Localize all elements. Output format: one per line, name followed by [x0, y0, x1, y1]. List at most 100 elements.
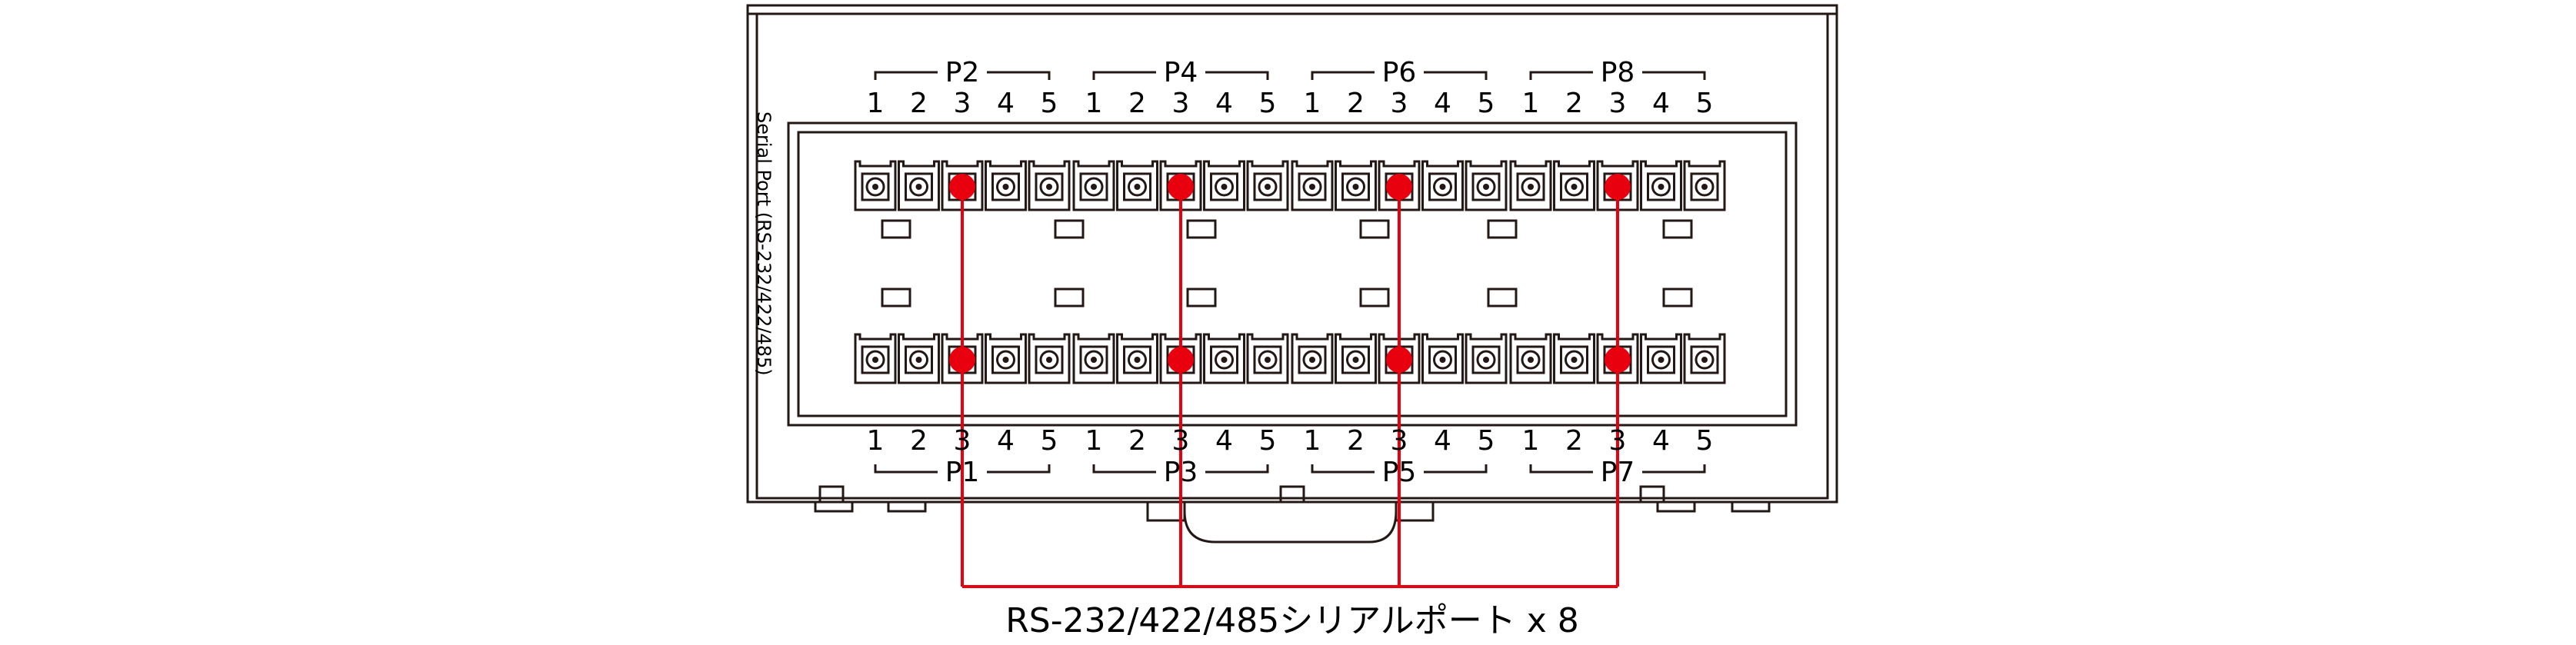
- status-led-bottom-5: [1487, 288, 1518, 308]
- pin-number-P2-2: 2: [910, 88, 928, 119]
- pin-number-P7-5: 5: [1696, 425, 1714, 457]
- pin-number-P6-4: 4: [1434, 88, 1451, 119]
- pin-number-P1-5: 5: [1041, 425, 1058, 457]
- terminal-P3-pin-2: [1116, 333, 1158, 384]
- pin-number-P1-4: 4: [997, 425, 1015, 457]
- pin-number-P7-4: 4: [1652, 425, 1670, 457]
- terminal-P7-pin-4: [1640, 333, 1682, 384]
- terminal-P1-pin-2: [898, 333, 940, 384]
- pin-number-P6-5: 5: [1478, 88, 1495, 119]
- port-label-P1: P1: [945, 457, 980, 488]
- terminal-P6-pin-4: [1421, 160, 1464, 211]
- terminal-P1-pin-4: [985, 333, 1027, 384]
- pin-number-P6-1: 1: [1304, 88, 1321, 119]
- pin-number-P2-1: 1: [867, 88, 885, 119]
- terminal-P4-pin-5: [1246, 160, 1289, 211]
- din-clip-right: [1395, 500, 1435, 522]
- status-led-bottom-4: [1359, 288, 1390, 308]
- terminal-P4-pin-2: [1116, 160, 1158, 211]
- terminal-P7-pin-1: [1509, 333, 1552, 384]
- pin-number-P6-2: 2: [1347, 88, 1365, 119]
- status-led-top-5: [1487, 219, 1518, 239]
- terminal-P6-pin-1: [1291, 160, 1334, 211]
- terminal-P3-pin-5: [1246, 333, 1289, 384]
- connector-bay-inner: [797, 131, 1788, 417]
- pin-number-P5-3: 3: [1391, 425, 1408, 457]
- status-led-top-6: [1662, 219, 1693, 239]
- pin-number-P5-2: 2: [1347, 425, 1365, 457]
- status-led-top-1: [881, 219, 911, 239]
- bracket-P4: [1092, 71, 1269, 80]
- terminal-blocks: [854, 160, 1726, 384]
- port-label-P7: P7: [1601, 457, 1635, 488]
- port-label-P6: P6: [1382, 57, 1417, 88]
- terminal-P4-pin-1: [1072, 160, 1115, 211]
- device-housing: [746, 4, 1838, 544]
- status-led-bottom-6: [1662, 288, 1693, 308]
- status-led-bottom-1: [881, 288, 911, 308]
- bracket-P1: [874, 464, 1051, 474]
- terminal-P2-pin-4: [985, 160, 1027, 211]
- tab-mid-left: [1279, 485, 1305, 504]
- bracket-P7: [1529, 464, 1706, 474]
- pin-number-P4-1: 1: [1085, 88, 1103, 119]
- foot-left-2: [887, 500, 927, 513]
- pin-number-P6-3: 3: [1391, 88, 1408, 119]
- pin-number-P3-4: 4: [1215, 425, 1233, 457]
- status-leds: [881, 219, 1693, 308]
- terminal-P3-pin-1: [1072, 333, 1115, 384]
- tab-right: [1639, 485, 1665, 504]
- terminal-P7-pin-5: [1683, 333, 1726, 384]
- pin-number-P8-1: 1: [1522, 88, 1540, 119]
- pin-number-P7-2: 2: [1565, 425, 1583, 457]
- terminal-P8-pin-1: [1509, 160, 1552, 211]
- terminal-P3-pin-4: [1203, 333, 1245, 384]
- bracket-P3: [1092, 464, 1269, 474]
- terminal-P8-pin-4: [1640, 160, 1682, 211]
- tab-left: [818, 485, 845, 504]
- side-label: Serial Port (RS-232/422/485): [753, 111, 775, 376]
- port-label-P2: P2: [945, 57, 980, 88]
- pin-number-P1-2: 2: [910, 425, 928, 457]
- pin-number-P4-4: 4: [1215, 88, 1233, 119]
- pin-number-P5-4: 4: [1434, 425, 1451, 457]
- terminal-P2-pin-1: [854, 160, 897, 211]
- pin-number-P3-5: 5: [1259, 425, 1277, 457]
- pin-number-P3-2: 2: [1128, 425, 1146, 457]
- terminal-P6-pin-5: [1465, 160, 1508, 211]
- pin-number-P8-2: 2: [1565, 88, 1583, 119]
- bracket-P8: [1529, 71, 1706, 80]
- connector-bay-outer: [787, 121, 1798, 427]
- terminal-P8-pin-5: [1683, 160, 1726, 211]
- pin-number-P2-3: 3: [954, 88, 971, 119]
- pin-number-P3-3: 3: [1172, 425, 1190, 457]
- port-label-P5: P5: [1382, 457, 1417, 488]
- status-led-top-4: [1359, 219, 1390, 239]
- terminal-P8-pin-2: [1553, 160, 1595, 211]
- pin-number-P5-5: 5: [1478, 425, 1495, 457]
- pin-number-P4-3: 3: [1172, 88, 1190, 119]
- din-clip-loop: [1183, 510, 1398, 544]
- pin-number-P8-5: 5: [1696, 88, 1714, 119]
- pin-number-P8-3: 3: [1609, 88, 1627, 119]
- status-led-top-2: [1054, 219, 1085, 239]
- foot-right: [1656, 500, 1696, 513]
- bracket-P2: [874, 71, 1051, 80]
- terminal-P1-pin-1: [854, 333, 897, 384]
- terminal-P5-pin-4: [1421, 333, 1464, 384]
- terminal-P2-pin-2: [898, 160, 940, 211]
- status-led-bottom-3: [1186, 288, 1217, 308]
- pin-number-P8-4: 4: [1652, 88, 1670, 119]
- terminal-P7-pin-2: [1553, 333, 1595, 384]
- port-brackets: [874, 71, 1706, 474]
- terminal-P1-pin-5: [1028, 333, 1071, 384]
- pin-number-P4-5: 5: [1259, 88, 1277, 119]
- port-label-P4: P4: [1164, 57, 1198, 88]
- pin-number-P3-1: 1: [1085, 425, 1103, 457]
- terminal-P5-pin-2: [1335, 333, 1377, 384]
- terminal-P4-pin-4: [1203, 160, 1245, 211]
- pin-number-P1-1: 1: [867, 425, 885, 457]
